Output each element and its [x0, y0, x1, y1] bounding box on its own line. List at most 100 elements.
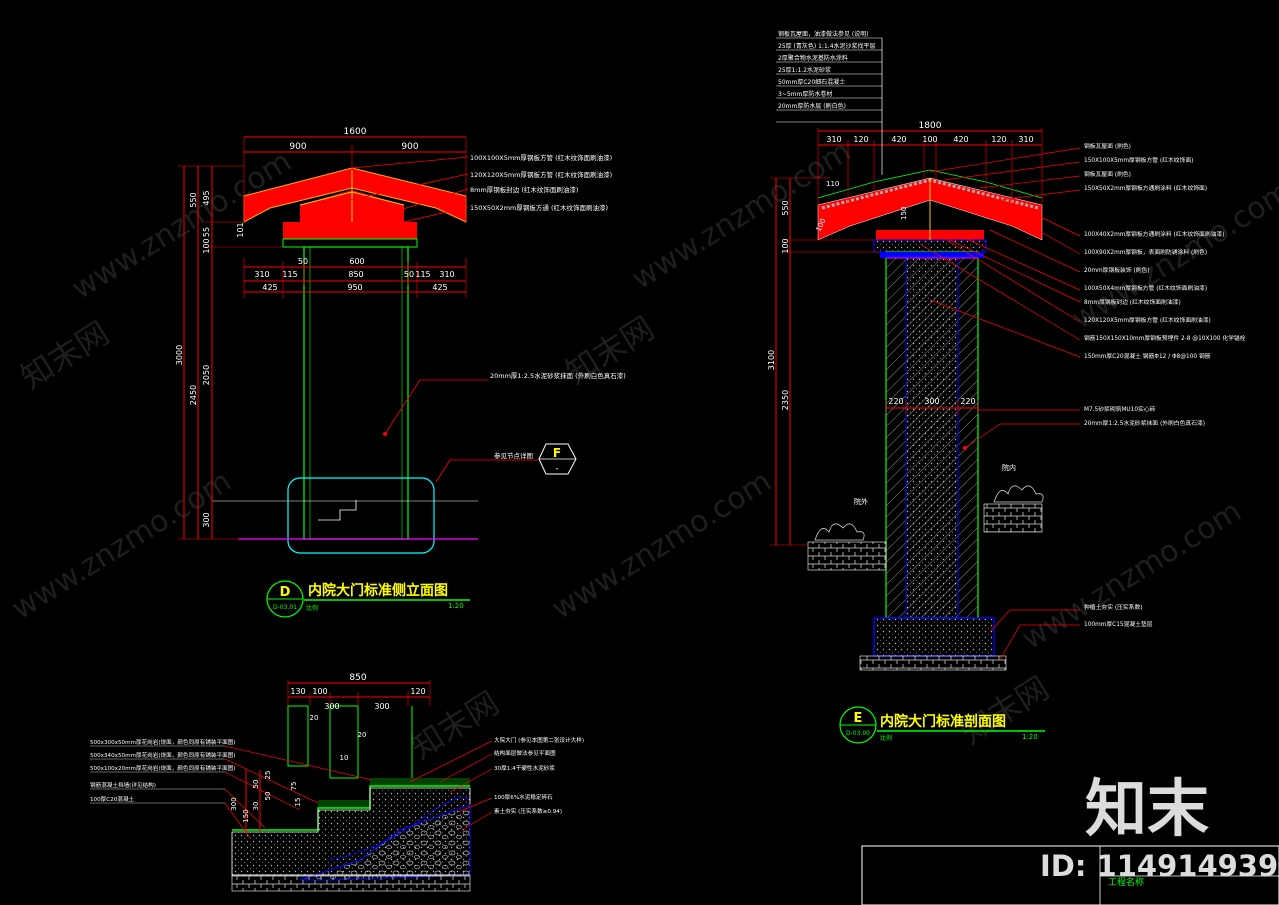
scale-label-e: 比例	[880, 734, 892, 742]
note-e-r-11: 150mm厚C20混凝土 钢筋Φ12 / Φ8@100 钢筋	[1084, 352, 1211, 360]
dim-e-col-220b: 220	[960, 397, 975, 406]
note-f-r-4: 素土夯实 (压实系数≥0.94)	[494, 807, 562, 815]
dim-e-top-310a: 310	[826, 135, 841, 144]
dim-d-bot-425b: 425	[432, 283, 447, 292]
note-e-r-1: 150X100X5mm厚钢板方管 (红木纹饰面)	[1084, 156, 1193, 164]
dim-f-left-300: 300	[230, 797, 238, 810]
watermark-cn: 知末网	[14, 314, 116, 397]
scale-d: 1:20	[448, 602, 464, 610]
shrub-left	[814, 523, 865, 541]
section-marker-f-sub: -	[555, 464, 558, 474]
note-e-top-5: 3~5mm厚防水卷材	[778, 90, 832, 98]
drawing-sheet-d: D-03.01	[273, 604, 297, 611]
section-e-title-block: E D-03.00 内院大门标准剖面图 比例 1:20	[839, 706, 1045, 744]
dim-f-top-850: 850	[349, 673, 366, 683]
note-f-l-3: 钢筋混凝土挡墙(详见结构)	[90, 781, 156, 789]
note-e-r-9: 120X120X5mm厚钢板方管 (红木纹饰面刷油漆)	[1084, 316, 1211, 324]
side-label-outer: 院外	[854, 497, 868, 506]
dim-f-left-50a: 50	[252, 780, 260, 789]
section-f-dimensions: 850 130 100 120 300 300 20 20 10 50 50 3…	[230, 673, 426, 823]
step-profile	[232, 785, 470, 831]
dim-d-small-101: 101	[236, 222, 245, 237]
drawing-tag-e: E	[854, 711, 863, 726]
note-f-r-1: 结构面层做法参见平面图	[494, 749, 556, 757]
note-e-top-4: 50mm厚C20细石混凝土	[778, 78, 845, 86]
dim-f-left-150: 150	[242, 809, 250, 822]
dim-d-top-1600: 1600	[344, 127, 367, 137]
note-d-0: 100X100X5mm厚钢板方管 (红木纹饰面刷油漆)	[470, 153, 612, 162]
dim-e-left-550: 550	[781, 200, 790, 215]
dim-e-left-2350: 2350	[781, 390, 790, 410]
note-e-top-1: 25厚 (青灰色) 1:1.4水泥沙浆找平层	[778, 42, 876, 50]
note-e-top-3: 25厚1:1.2水泥砂浆	[778, 66, 831, 74]
dim-d-bot-950: 950	[347, 283, 362, 292]
note-e-r-12: M7.5砂浆砌筑MU10实心砖	[1084, 405, 1156, 413]
dim-f-top-100: 100	[312, 687, 327, 696]
note-f-r-2: 30厚1:4干硬性水泥砂浆	[494, 764, 555, 772]
dim-e-top-120a: 120	[853, 135, 868, 144]
dim-f-top-20a: 20	[310, 714, 319, 722]
dim-d-top-900b: 900	[401, 142, 418, 152]
dim-f-left-50b: 50	[264, 792, 272, 801]
note-e-r-2: 钢板瓦屋面 (刷色)	[1084, 170, 1131, 178]
watermark-site: www.znzmo.com	[546, 464, 778, 627]
footing-e	[873, 617, 995, 657]
dim-d-mid-50b: 50	[404, 270, 414, 279]
note-d-1: 120X120X5mm厚钢板方管 (红木纹饰面刷油漆)	[470, 170, 612, 179]
dim-e-top-420a: 420	[891, 135, 906, 144]
dim-e-top-1800: 1800	[919, 121, 942, 131]
dim-d-left-100: 100	[202, 238, 211, 253]
dim-e-left-100: 100	[781, 238, 790, 253]
dim-e-top-100: 100	[922, 135, 937, 144]
dim-d-left-3000: 3000	[175, 345, 184, 365]
watermark-site: www.znzmo.com	[6, 464, 238, 627]
note-f-l-0: 500x300x50mm厚花岗岩(烧面，颜色同原有铺装平面图)	[90, 738, 235, 746]
elevation-d-drawing: F -	[178, 136, 577, 554]
drawing-tag-d: D	[280, 585, 291, 600]
dim-d-mid-310b: 310	[439, 270, 454, 279]
shrub-right	[993, 485, 1044, 503]
note-e-r-5: 100X90X2mm厚钢板，表面刷防锈涂料 (刷色)	[1084, 248, 1207, 256]
dim-d-left-2050: 2050	[202, 365, 211, 385]
dim-d-bot-425a: 425	[262, 283, 277, 292]
dim-e-col-220a: 220	[888, 397, 903, 406]
dim-e-top-120b: 120	[991, 135, 1006, 144]
watermark-layer: www.znzmo.com 知末网 www.znzmo.com 知末网 www.…	[6, 134, 1279, 767]
note-e-r-14: 种植土夯实 (压实系数)	[1084, 603, 1143, 611]
note-e-r-0: 钢板瓦屋面 (刷色)	[1084, 142, 1131, 150]
note-d-4: 20mm厚1:2.5水泥砂浆抹面 (外刷白色真石漆)	[490, 371, 626, 380]
note-d-3: 150X50X2mm厚钢板方通 (红木纹饰面刷油漆)	[470, 203, 608, 212]
dim-d-mid-50a: 50	[298, 257, 308, 266]
note-f-r-0: 大院大门 (参见本图第二张设计大样)	[494, 736, 584, 744]
dim-f-left-75: 75	[290, 782, 298, 791]
note-d-5: 参见节点详图	[494, 451, 533, 460]
note-d-2: 8mm厚钢板封边 (红木纹饰面刷油漆)	[470, 185, 578, 194]
note-e-r-7: 100X50X4mm厚钢板方管 (红木纹饰面刷油漆)	[1084, 284, 1207, 292]
elevation-d-dimensions: 1600 900 900 310 115 50 600 50 115 310 8…	[175, 127, 455, 528]
note-e-r-13: 20mm厚1:2.5水泥砂浆抹面 (外刷白色真石漆)	[1084, 419, 1205, 427]
section-e-top-notes: 钢板瓦屋面，油漆做法参见 (说明) 25厚 (青灰色) 1:1.4水泥沙浆找平层…	[778, 30, 876, 110]
drawing-sheet-e: D-03.00	[846, 730, 870, 737]
side-label-inner: 院内	[1002, 463, 1016, 472]
dim-d-left-495: 495	[202, 190, 211, 205]
note-e-r-10: 钢筋150X150X10mm厚钢板预埋件 2-8 @10X100 化学锚栓	[1084, 334, 1246, 342]
scale-e: 1:20	[1022, 733, 1038, 741]
roof-d	[243, 167, 467, 223]
elevation-d-title-block: D D-03.01 内院大门标准侧立面图 比例 1:20	[266, 580, 470, 618]
dim-e-left-3100: 3100	[767, 350, 776, 370]
dim-f-top-20b: 20	[358, 731, 367, 739]
note-f-l-4: 100厚C20混凝土	[90, 795, 134, 803]
brand-mark: 知末	[1085, 772, 1209, 845]
title-block-label: 工程名称	[1108, 876, 1144, 888]
dim-e-top-420b: 420	[953, 135, 968, 144]
dim-f-top-120: 120	[410, 687, 425, 696]
section-e-drawing	[770, 37, 1081, 671]
watermark-cn: 知末网	[954, 669, 1056, 752]
note-e-top-2: 2厚聚合物水泥基防水涂料	[778, 54, 848, 62]
note-e-r-6: 20mm厚钢板装饰 (刷色)	[1084, 266, 1150, 274]
detail-callout-box	[287, 477, 435, 554]
scale-label-d: 比例	[306, 604, 318, 612]
note-e-top-6: 20mm厚防水层 (刷白色)	[778, 102, 846, 110]
dim-d-mid-850: 850	[348, 270, 363, 279]
note-e-r-3: 150X50X2mm厚钢板方通刷涂料 (红木纹饰面)	[1084, 184, 1207, 192]
